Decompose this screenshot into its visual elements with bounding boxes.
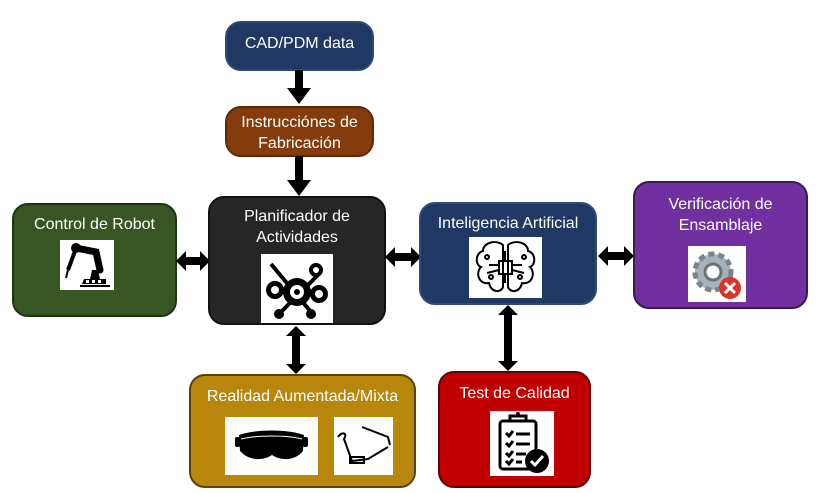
arrow-robot-planificador [176, 251, 210, 271]
node-label-line2: Ensamblaje [678, 217, 763, 234]
node-instrucciones-fabricacion: Instrucciónes de Fabricación [225, 106, 374, 157]
node-label: Inteligencia Artificial [437, 215, 579, 232]
arrow-instrucciones-to-planificador [287, 156, 311, 196]
node-label-line1: Planificador de [244, 208, 350, 225]
node-label: Control de Robot [34, 216, 155, 233]
mixed-reality-headset-icon [225, 417, 318, 475]
node-label-line2: Fabricación [258, 135, 341, 152]
node-inteligencia-artificial: Inteligencia Artificial [419, 202, 597, 305]
arrow-cad-to-instrucciones [287, 70, 311, 104]
node-label-line1: Instrucciónes de [241, 114, 358, 131]
arrow-planificador-realidad [286, 326, 306, 374]
gear-error-icon [688, 246, 746, 302]
node-label: CAD/PDM data [244, 35, 355, 52]
node-label: Test de Calidad [459, 385, 570, 402]
robot-arm-icon [60, 240, 114, 290]
node-realidad-aumentada-mixta: Realidad Aumentada/Mixta [189, 374, 416, 488]
node-label-line2: Actividades [256, 229, 338, 246]
arrow-planificador-ia [385, 247, 421, 267]
node-verificacion-de-ensamblaje: Verificación de Ensamblaje [633, 181, 808, 309]
arrow-ia-test [498, 305, 518, 371]
node-cad-pdm-data: CAD/PDM data [225, 21, 374, 71]
node-test-de-calidad: Test de Calidad [438, 371, 591, 488]
smart-glasses-icon [334, 417, 393, 475]
node-planificador-de-actividades: Planificador de Actividades [208, 196, 386, 325]
clipboard-check-icon [490, 411, 554, 476]
brain-chip-icon [469, 237, 542, 298]
node-control-de-robot: Control de Robot [12, 203, 177, 317]
node-label-line1: Verificación de [668, 196, 773, 213]
arrow-ia-verificacion [598, 246, 634, 266]
node-label: Realidad Aumentada/Mixta [206, 388, 399, 405]
gears-tools-icon [261, 254, 333, 323]
